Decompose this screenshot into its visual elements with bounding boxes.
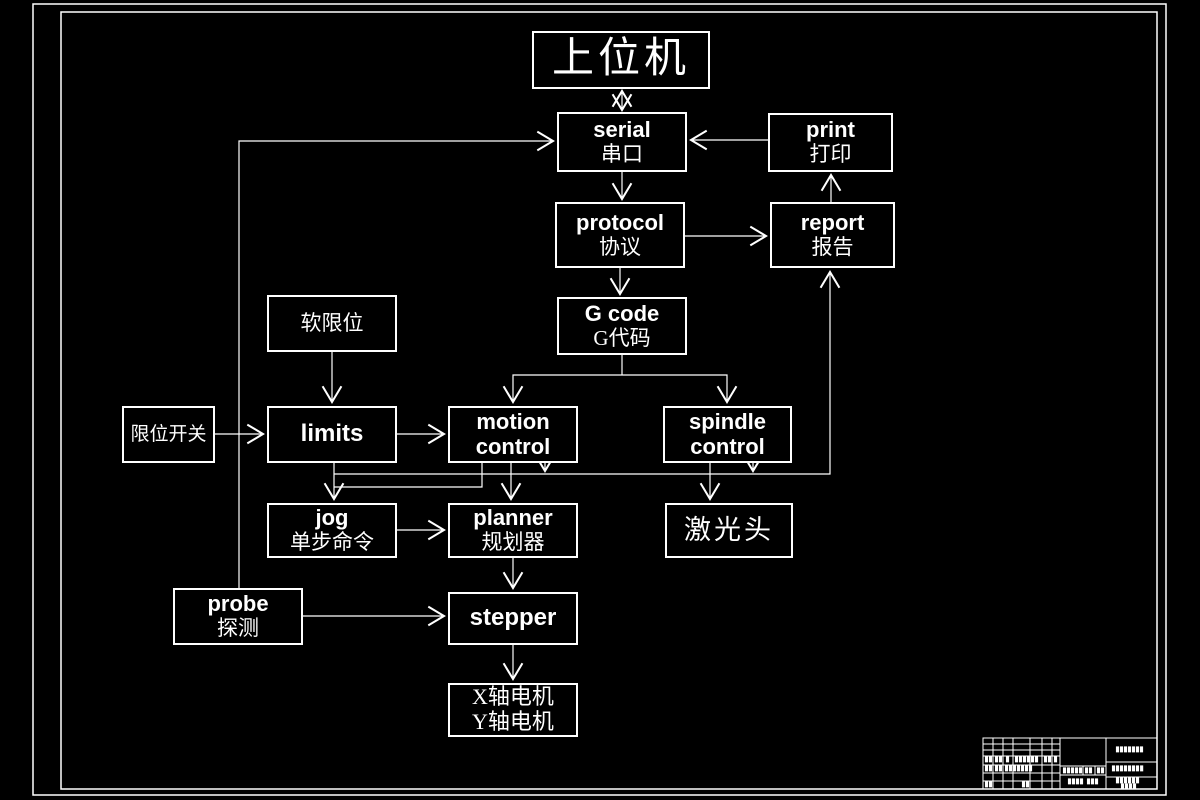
node-serial-label-en: serial	[593, 116, 651, 142]
node-motion-label-2: control	[475, 433, 551, 459]
node-jog-label-en: jog	[315, 505, 349, 531]
node-motion-control: motion control	[448, 406, 578, 463]
node-gcode: G code G代码	[557, 297, 687, 355]
node-xy-motors-label-1: X轴电机	[472, 684, 554, 710]
node-xy-motors-label-2: Y轴电机	[472, 709, 554, 734]
node-report-label-zh: 报告	[811, 234, 854, 259]
node-jog: jog 单步命令	[267, 503, 397, 558]
node-probe-label-zh: 探测	[217, 616, 259, 641]
node-spindle-label-1: spindle	[688, 408, 766, 434]
titleblock-cell: ██	[985, 782, 994, 788]
node-print: print 打印	[768, 113, 893, 172]
node-limit-switch-label: 限位开关	[130, 423, 207, 445]
titleblock-cell: ██████	[1015, 757, 1040, 763]
titleblock-cell: █████	[1063, 768, 1084, 774]
node-limits-label: limits	[300, 420, 364, 448]
edge-statusbus-report	[334, 270, 841, 475]
node-serial: serial 串口	[557, 112, 687, 172]
titleblock-drawing-title: ███████	[1116, 747, 1145, 753]
node-print-label-en: print	[806, 117, 855, 143]
node-spindle-control: spindle control	[663, 406, 792, 463]
node-gcode-label-zh: G代码	[593, 325, 651, 350]
node-spindle-label-2: control	[690, 433, 765, 459]
node-laser-head: 激光头	[665, 503, 793, 558]
node-report: report 报告	[770, 202, 895, 268]
titleblock-cell: ████	[1121, 784, 1138, 790]
drawing-frame	[32, 3, 1167, 796]
node-probe-label-en: probe	[207, 591, 269, 617]
node-host-label: 上位机	[551, 36, 690, 83]
node-serial-label-zh: 串口	[601, 141, 643, 166]
node-soft-limit: 软限位	[267, 295, 397, 352]
titleblock-cell: ████████	[1112, 766, 1145, 772]
titleblock-cell: ███████	[1005, 766, 1034, 772]
node-laser-head-label: 激光头	[684, 515, 774, 546]
titleblock-cell: █	[1006, 757, 1011, 763]
node-xy-motors: X轴电机 Y轴电机	[448, 683, 578, 737]
node-planner-label-zh: 规划器	[481, 530, 545, 555]
titleblock-cell: █	[1054, 757, 1059, 763]
node-gcode-label-en: G code	[584, 300, 660, 326]
edge-lines	[215, 89, 842, 681]
node-stepper-label: stepper	[469, 604, 557, 632]
titleblock-cell: ████	[1068, 779, 1085, 785]
node-protocol-label-en: protocol	[576, 209, 664, 235]
titleblock-cell: ██	[995, 757, 1004, 763]
titleblock-cell: ██	[1085, 768, 1094, 774]
node-jog-label-zh: 单步命令	[290, 530, 374, 555]
node-protocol: protocol 协议	[555, 202, 685, 268]
node-protocol-label-zh: 协议	[599, 234, 641, 259]
edge-motion-jog-join	[334, 463, 483, 488]
titleblock-cell: ██	[1097, 768, 1106, 774]
titleblock-cell: ██	[1022, 782, 1031, 788]
node-limit-switch: 限位开关	[122, 406, 215, 463]
titleblock-cell: ██	[985, 757, 994, 763]
titleblock-cell: ██	[1044, 757, 1053, 763]
edge-probe-serial	[238, 130, 555, 588]
node-probe: probe 探测	[173, 588, 303, 645]
titleblock-cell: ██████	[1116, 778, 1141, 784]
node-report-label-en: report	[800, 209, 865, 235]
node-print-label-zh: 打印	[809, 142, 852, 167]
titleblock-cell: ██	[995, 766, 1004, 772]
titleblock-cell: ██	[985, 766, 994, 772]
node-soft-limit-label: 软限位	[300, 310, 364, 335]
titleblock-cell: ███	[1087, 779, 1100, 785]
node-motion-label-1: motion	[476, 408, 550, 434]
node-host-computer: 上位机	[532, 31, 710, 89]
title-block-grid	[982, 737, 1158, 790]
node-planner-label-en: planner	[473, 505, 553, 531]
edge-gcode-split	[502, 374, 738, 404]
node-planner: planner 规划器	[448, 503, 578, 558]
node-stepper: stepper	[448, 592, 578, 645]
node-limits: limits	[267, 406, 397, 463]
